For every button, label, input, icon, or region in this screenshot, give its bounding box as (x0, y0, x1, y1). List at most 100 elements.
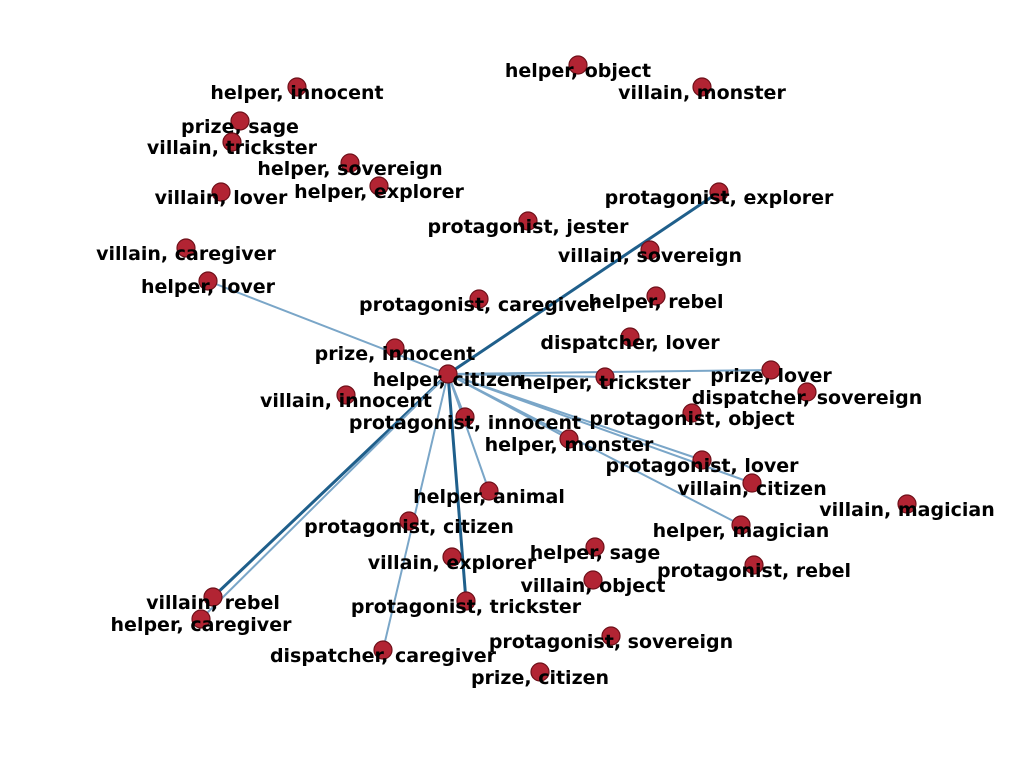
node-villain-innocent[interactable]: villain, innocent (260, 385, 432, 412)
node-protagonist-sovereign[interactable]: protagonist, sovereign (489, 626, 733, 653)
node-prize-sage[interactable]: prize, sage (181, 111, 299, 138)
node-villain-magician[interactable]: villain, magician (819, 494, 995, 521)
node-dot[interactable] (761, 360, 781, 380)
node-dot[interactable] (211, 182, 231, 202)
node-dot[interactable] (692, 450, 712, 470)
node-villain-rebel[interactable]: villain, rebel (146, 587, 280, 614)
node-dot[interactable] (385, 338, 405, 358)
node-dot[interactable] (620, 327, 640, 347)
node-dot[interactable] (479, 481, 499, 501)
node-helper-innocent[interactable]: helper, innocent (210, 77, 384, 104)
node-dot[interactable] (373, 640, 393, 660)
node-dot[interactable] (744, 555, 764, 575)
node-helper-rebel[interactable]: helper, rebel (588, 286, 724, 313)
node-villain-sovereign[interactable]: villain, sovereign (558, 240, 742, 267)
node-dot[interactable] (583, 570, 603, 590)
node-helper-animal[interactable]: helper, animal (413, 481, 565, 508)
node-villain-trickster[interactable]: villain, trickster (147, 132, 318, 159)
node-helper-citizen[interactable]: helper, citizen (373, 364, 524, 391)
node-protagonist-explorer[interactable]: protagonist, explorer (605, 182, 834, 209)
node-label: villain, trickster (147, 137, 318, 159)
node-dot[interactable] (369, 176, 389, 196)
node-helper-monster[interactable]: helper, monster (485, 429, 654, 456)
node-villain-citizen[interactable]: villain, citizen (677, 473, 827, 500)
node-villain-monster[interactable]: villain, monster (618, 77, 786, 104)
node-protagonist-jester[interactable]: protagonist, jester (428, 211, 630, 238)
node-villain-object[interactable]: villain, object (520, 570, 666, 597)
node-villain-lover[interactable]: villain, lover (155, 182, 288, 209)
node-dot[interactable] (646, 286, 666, 306)
node-dispatcher-lover[interactable]: dispatcher, lover (540, 327, 720, 354)
node-label: prize, sage (181, 116, 299, 138)
node-dot[interactable] (530, 662, 550, 682)
node-protagonist-citizen[interactable]: protagonist, citizen (304, 511, 514, 538)
node-protagonist-trickster[interactable]: protagonist, trickster (351, 591, 582, 618)
node-protagonist-lover[interactable]: protagonist, lover (605, 450, 799, 477)
node-prize-innocent[interactable]: prize, innocent (315, 338, 476, 365)
node-dot[interactable] (191, 609, 211, 629)
node-dot[interactable] (198, 271, 218, 291)
node-dot[interactable] (340, 153, 360, 173)
node-label: helper, object (505, 60, 651, 82)
node-protagonist-caregiver[interactable]: protagonist, caregiver (359, 289, 600, 316)
node-dispatcher-caregiver[interactable]: dispatcher, caregiver (270, 640, 497, 667)
node-protagonist-innocent[interactable]: protagonist, innocent (349, 407, 581, 434)
edge-helper-citizen-to-villain-rebel (211, 372, 450, 599)
node-dot[interactable] (203, 587, 223, 607)
node-helper-trickster[interactable]: helper, trickster (519, 367, 691, 394)
node-label: dispatcher, sovereign (692, 387, 923, 409)
node-dot[interactable] (399, 511, 419, 531)
node-label: protagonist, citizen (304, 516, 514, 538)
node-dot[interactable] (897, 494, 917, 514)
node-dot[interactable] (456, 591, 476, 611)
node-label: villain, sovereign (558, 245, 742, 267)
node-dot[interactable] (709, 182, 729, 202)
node-dot[interactable] (222, 132, 242, 152)
node-dot[interactable] (559, 429, 579, 449)
node-dispatcher-sovereign[interactable]: dispatcher, sovereign (692, 382, 923, 409)
node-helper-sage[interactable]: helper, sage (530, 537, 660, 564)
node-dot[interactable] (731, 515, 751, 535)
node-label: villain, lover (155, 187, 288, 209)
node-helper-lover[interactable]: helper, lover (141, 271, 276, 298)
node-dot[interactable] (797, 382, 817, 402)
node-dot[interactable] (455, 407, 475, 427)
node-dot[interactable] (742, 473, 762, 493)
node-villain-caregiver[interactable]: villain, caregiver (96, 238, 276, 265)
node-protagonist-object[interactable]: protagonist, object (589, 403, 795, 430)
node-label: helper, caregiver (111, 614, 293, 636)
node-label: protagonist, explorer (605, 187, 834, 209)
node-dot[interactable] (336, 385, 356, 405)
node-villain-explorer[interactable]: villain, explorer (368, 547, 537, 574)
node-dot[interactable] (176, 238, 196, 258)
node-dot[interactable] (287, 77, 307, 97)
node-prize-citizen[interactable]: prize, citizen (471, 662, 609, 689)
node-label: protagonist, jester (428, 216, 630, 238)
node-dot[interactable] (692, 77, 712, 97)
node-dot[interactable] (442, 547, 462, 567)
node-prize-lover[interactable]: prize, lover (710, 360, 832, 387)
node-dot[interactable] (469, 289, 489, 309)
node-label: protagonist, caregiver (359, 294, 600, 316)
node-helper-object[interactable]: helper, object (505, 55, 651, 82)
node-dot[interactable] (640, 240, 660, 260)
node-dot[interactable] (518, 211, 538, 231)
node-label: helper, sage (530, 542, 660, 564)
node-dot[interactable] (230, 111, 250, 131)
node-label: protagonist, lover (605, 455, 799, 477)
node-label: helper, animal (413, 486, 565, 508)
node-dot[interactable] (601, 626, 621, 646)
node-helper-explorer[interactable]: helper, explorer (294, 176, 465, 203)
node-dot[interactable] (595, 367, 615, 387)
node-label: protagonist, innocent (349, 412, 581, 434)
node-dot[interactable] (438, 364, 458, 384)
node-dot[interactable] (585, 537, 605, 557)
node-helper-sovereign[interactable]: helper, sovereign (257, 153, 443, 180)
node-dot[interactable] (568, 55, 588, 75)
node-label: dispatcher, lover (540, 332, 720, 354)
node-helper-caregiver[interactable]: helper, caregiver (111, 609, 293, 636)
node-dot[interactable] (682, 403, 702, 423)
node-protagonist-rebel[interactable]: protagonist, rebel (657, 555, 851, 582)
node-helper-magician[interactable]: helper, magician (653, 515, 830, 542)
